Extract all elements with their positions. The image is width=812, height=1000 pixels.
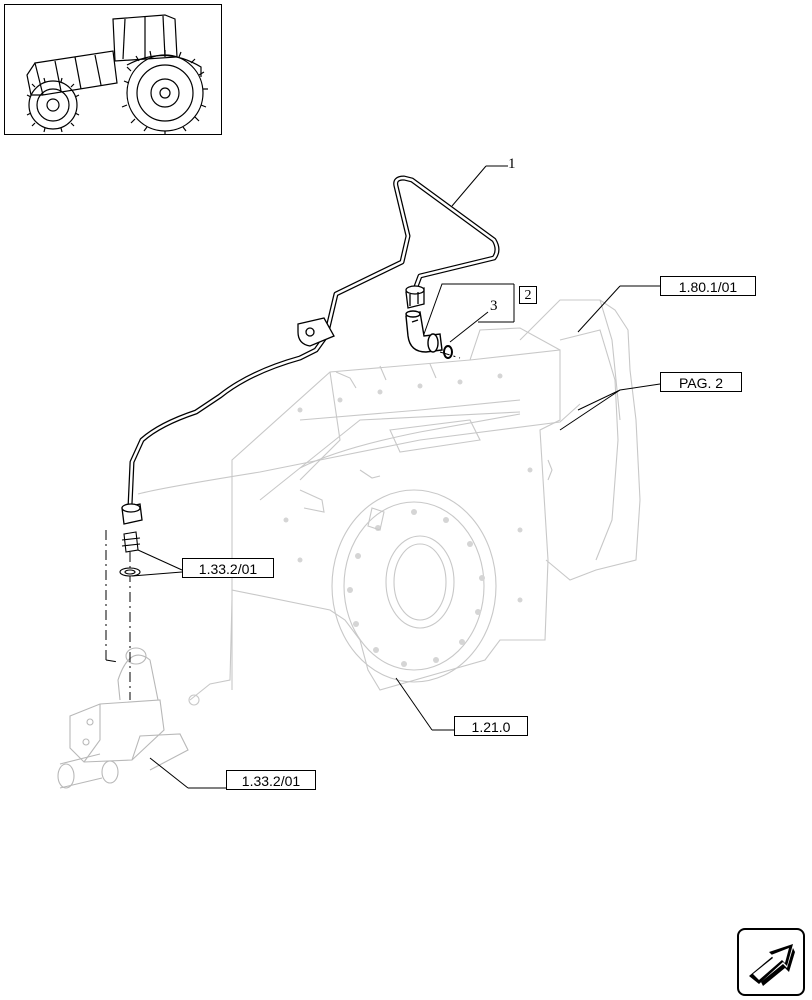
tractor-icon — [26, 14, 208, 136]
transmission-housing — [137, 299, 641, 706]
reference-link-bottom-center[interactable]: 1.21.0 — [454, 716, 528, 736]
pipe-end-nut-lower — [121, 503, 143, 525]
elbow-fitting — [405, 310, 443, 353]
reference-link-mid-left[interactable]: 1.33.2/01 — [182, 558, 274, 578]
reference-link-top-right[interactable]: 1.80.1/01 — [660, 276, 756, 296]
part-3-callout: 3 — [490, 298, 498, 314]
reference-link-page[interactable]: PAG. 2 — [660, 372, 742, 392]
tractor-thumbnail — [4, 4, 222, 136]
back-navigation-button[interactable] — [737, 928, 805, 996]
pipe-bracket — [297, 317, 335, 347]
part-1-callout: 1 — [508, 156, 516, 172]
back-arrow-icon — [749, 944, 795, 986]
hydraulic-pipe-inner — [128, 176, 499, 508]
seal-ring — [443, 345, 453, 359]
pipe-end-nut — [405, 285, 425, 309]
valve-block — [57, 647, 189, 789]
part-2-callout: 2 — [519, 286, 537, 304]
reference-link-bottom-left[interactable]: 1.33.2/01 — [226, 770, 316, 790]
